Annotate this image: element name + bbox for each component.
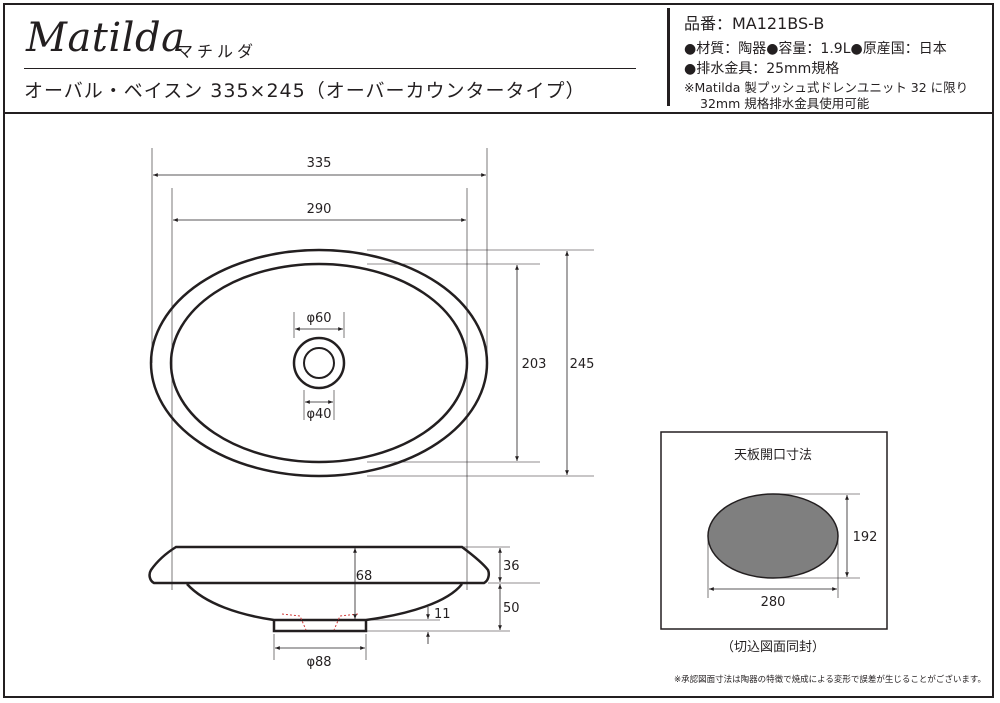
cutout-caption: （切込図面同封）: [721, 640, 825, 655]
inner-bowl-outline: [169, 262, 469, 464]
cutout-frame: [660, 431, 888, 630]
brand-kana: マチルダ: [177, 42, 258, 61]
foot-profile: [272, 620, 368, 633]
cutout-width: 280: [761, 595, 786, 610]
brand-logo: Matilda: [26, 15, 186, 61]
product-title: オーバル・ベイスン 335×245（オーバーカウンタータイプ）: [24, 80, 586, 102]
spec-model: 品番：MA121BS-B: [684, 14, 825, 33]
spec-divider: [667, 8, 670, 106]
spec-note-2: 32mm 規格排水金具使用可能: [700, 96, 870, 111]
dim-inner-depth: 203: [522, 357, 547, 372]
spec-material: ●材質：陶器●容量：1.9L●原産国：日本: [684, 41, 947, 57]
dim-outer-depth: 245: [570, 357, 595, 372]
header-divider: [3, 112, 994, 114]
dim-rim-height: 36: [503, 559, 520, 574]
dim-bowl-height: 68: [356, 569, 373, 584]
rim-profile: [148, 545, 491, 585]
dim-foot-height: 11: [434, 607, 451, 622]
top-view: [149, 148, 594, 590]
brand-underline: [24, 68, 636, 69]
drain-inner-circle: [303, 347, 335, 379]
dim-drain-inner: φ40: [306, 407, 331, 422]
cutout-panel: [660, 431, 888, 630]
dim-body-height: 50: [503, 601, 520, 616]
spec-drain: ●排水金具：25mm規格: [684, 61, 840, 77]
dim-foot-diameter: φ88: [306, 655, 331, 670]
drain-hole-hidden-line: [281, 613, 359, 631]
spec-note-1: ※Matilda 製プッシュ式ドレンユニット 32 に限り: [684, 80, 969, 95]
cutout-depth: 192: [853, 530, 878, 545]
side-view: [148, 545, 540, 660]
footnote: ※承認図面寸法は陶器の特徴で焼成による変形で誤差が生じることがございます。: [673, 675, 986, 685]
drain-outer-circle: [292, 336, 346, 390]
dim-outer-width: 335: [307, 156, 332, 171]
dim-inner-width: 290: [307, 202, 332, 217]
dim-drain-outer: φ60: [306, 311, 331, 326]
bowl-profile: [186, 583, 463, 622]
cutout-shape: [707, 493, 839, 579]
cutout-title: 天板開口寸法: [734, 448, 812, 463]
outer-rim-outline: [149, 248, 489, 478]
sheet-frame: [3, 3, 994, 698]
